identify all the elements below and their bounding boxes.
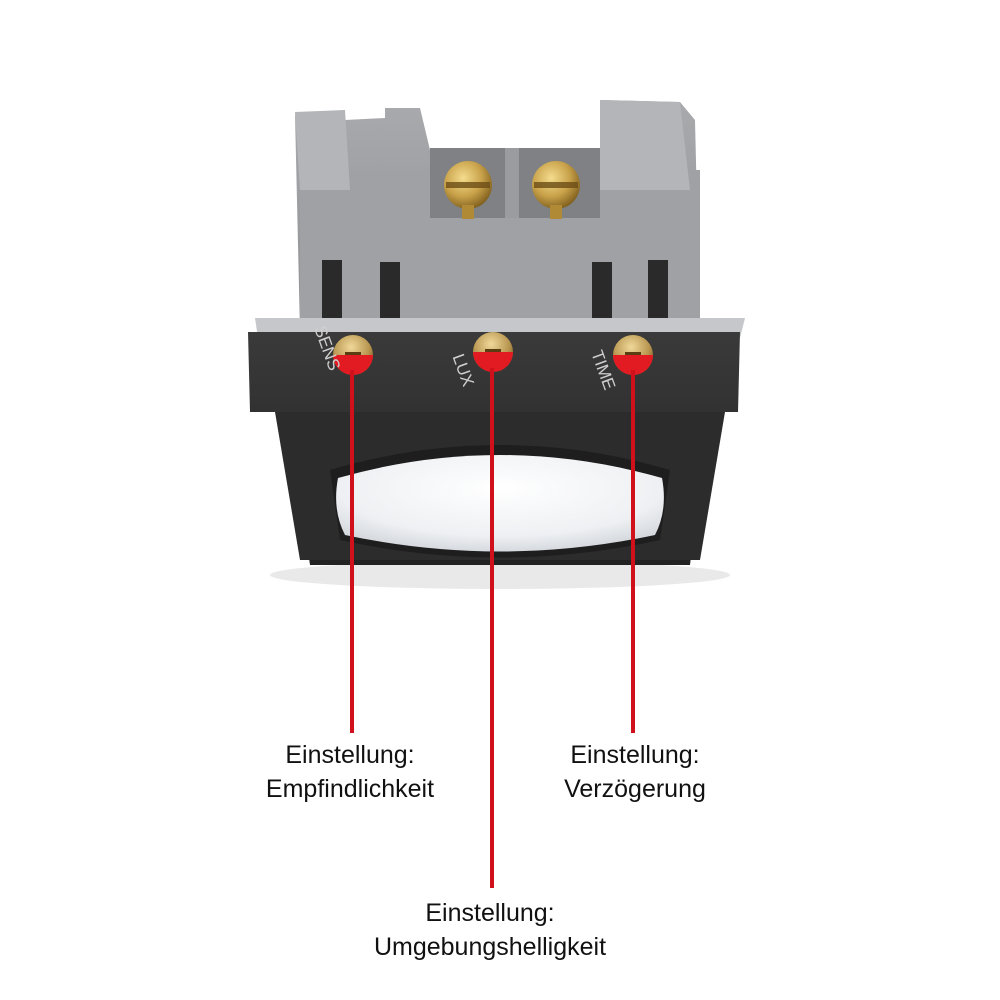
callout-ambient-brightness-title: Einstellung: (425, 899, 555, 927)
callout-sensitivity-label: Empfindlichkeit (265, 775, 435, 803)
terminal-screw-left (444, 161, 492, 219)
terminal-screw-right (532, 161, 580, 219)
housing (255, 100, 745, 589)
callout-sensitivity: Einstellung: Empfindlichkeit (230, 738, 470, 806)
callout-delay-label: Verzögerung (564, 775, 706, 803)
time-potentiometer[interactable] (613, 335, 653, 375)
callout-delay: Einstellung: Verzögerung (515, 738, 755, 806)
lux-potentiometer[interactable] (473, 332, 513, 372)
sens-potentiometer[interactable] (333, 335, 373, 375)
pir-lens (336, 455, 664, 552)
callout-delay-title: Einstellung: (570, 741, 700, 769)
callout-ambient-brightness-label: Umgebungshelligkeit (373, 933, 607, 961)
callout-sensitivity-title: Einstellung: (285, 741, 415, 769)
callout-ambient-brightness: Einstellung: Umgebungshelligkeit (340, 896, 640, 964)
